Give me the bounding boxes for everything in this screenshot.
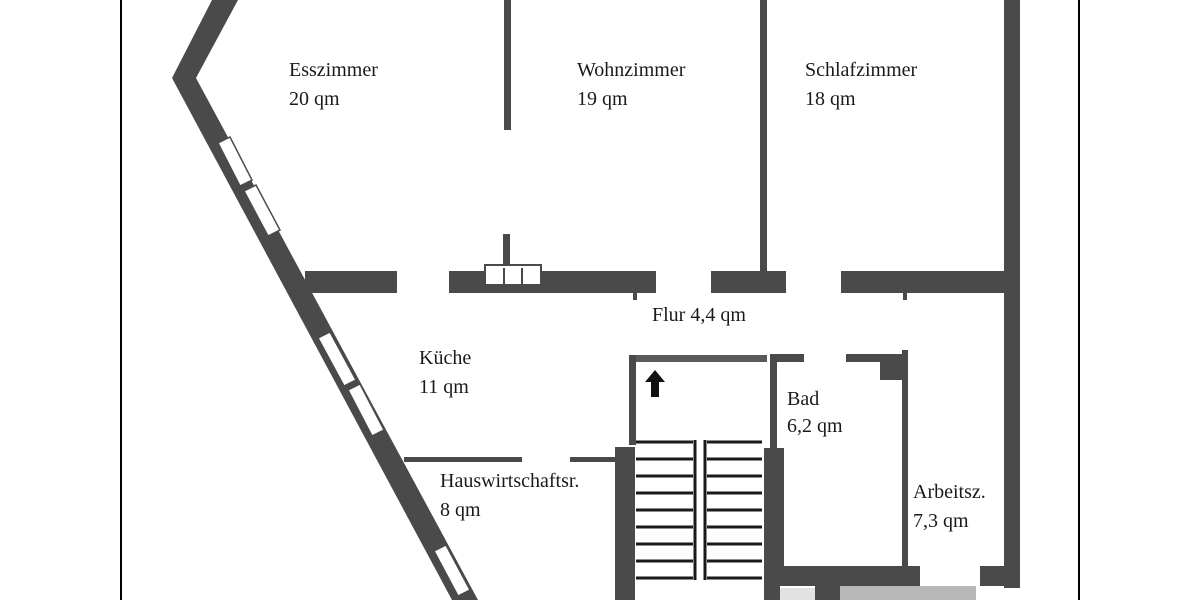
wall-hauswirtschaft-top-2 — [570, 457, 616, 462]
wall-bad-bottom — [770, 566, 920, 586]
window-2 — [242, 184, 282, 237]
window-4 — [346, 382, 386, 438]
frame-right-line — [1078, 0, 1080, 600]
wall-corridor-top-1 — [305, 271, 397, 293]
wohnzimmer-name: Wohnzimmer — [577, 59, 686, 81]
wall-bottom-pier — [815, 586, 840, 600]
esszimmer-name: Esszimmer — [289, 59, 378, 81]
door-stop-2 — [903, 293, 907, 300]
wall-arbeitszimmer-left — [902, 350, 908, 568]
wall-windows — [216, 135, 472, 597]
bad-shaft — [880, 354, 906, 380]
window-1 — [216, 135, 254, 188]
wall-esszimmer-wohnzimmer — [504, 0, 511, 130]
esszimmer-area: 20 qm — [289, 88, 340, 110]
hauswirtschaft-area: 8 qm — [440, 499, 481, 521]
stair-left-wall-lower — [615, 447, 635, 600]
wall-corridor-top-2 — [449, 271, 656, 293]
wall-hauswirtschaft-top — [404, 457, 522, 462]
wall-chimney-stub — [503, 234, 510, 270]
arbeitszimmer-name: Arbeitsz. — [913, 481, 986, 503]
stair-right-wall — [764, 448, 780, 600]
hauswirtschaft-name: Hauswirtschaftsr. — [440, 470, 579, 492]
stair-left-wall — [629, 355, 636, 445]
wohnzimmer-area: 19 qm — [577, 88, 628, 110]
staircase — [636, 440, 762, 580]
wall-bottom-right — [980, 566, 1020, 586]
window-5 — [432, 544, 472, 597]
flur-label: Flur 4,4 qm — [652, 304, 746, 326]
wall-bad-left — [770, 354, 777, 450]
wall-bad-top-left — [772, 354, 804, 362]
wall-corridor-top-3 — [711, 271, 786, 293]
up-arrow-icon — [645, 370, 665, 397]
stair-treads — [636, 440, 762, 580]
outer-wall-diagonal — [172, 0, 478, 600]
schlafzimmer-name: Schlafzimmer — [805, 59, 918, 81]
schlafzimmer-area: 18 qm — [805, 88, 856, 110]
frame-left-line — [120, 0, 122, 600]
bad-name: Bad — [787, 388, 819, 410]
door-stop-1 — [633, 293, 637, 300]
balcony-strip — [840, 586, 976, 600]
wall-bad-top-right — [846, 354, 908, 362]
arbeitszimmer-area: 7,3 qm — [913, 510, 969, 532]
kueche-name: Küche — [419, 347, 471, 369]
bad-area: 6,2 qm — [787, 415, 843, 437]
kueche-area: 11 qm — [419, 376, 469, 398]
wall-corridor-top-4 — [841, 271, 1005, 293]
window-3 — [316, 331, 358, 387]
outer-wall-right — [1004, 0, 1020, 588]
chimney-vents — [484, 264, 542, 286]
wall-wohnzimmer-schlafzimmer — [760, 0, 767, 272]
stair-top-wall — [629, 355, 767, 362]
